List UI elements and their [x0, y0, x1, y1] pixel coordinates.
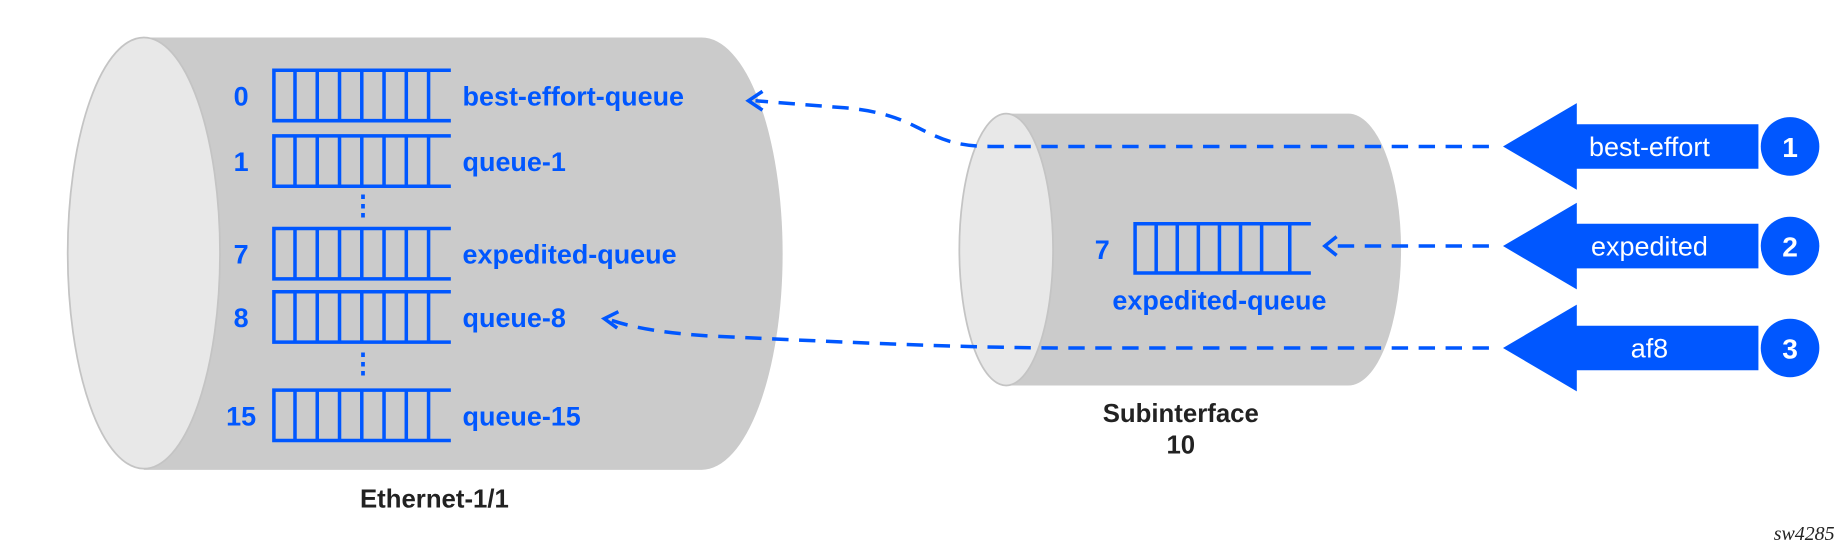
- step-badge: [1760, 216, 1820, 276]
- step-number: 3: [1782, 334, 1798, 365]
- queue-index: 0: [234, 81, 249, 111]
- ellipsis: ⋮: [349, 349, 376, 379]
- class-label: af8: [1631, 333, 1668, 363]
- queue-index: 8: [234, 303, 249, 333]
- queue-name: expedited-queue: [1112, 285, 1326, 315]
- queue-name: queue-15: [463, 401, 581, 431]
- step-number: 1: [1782, 132, 1798, 163]
- arrow-shape: [1502, 103, 1759, 190]
- ethernet-caption: Ethernet-1/1: [360, 485, 509, 513]
- queue-name: best-effort-queue: [463, 81, 685, 111]
- ellipsis: ⋮: [349, 190, 376, 220]
- class-arrow: expedited 2: [1502, 202, 1820, 290]
- mapping-line-best-effort: [745, 89, 1489, 149]
- queue-index: 7: [1095, 235, 1110, 265]
- arrow-shape: [1502, 202, 1759, 290]
- figure-id: sw4285: [1774, 523, 1835, 545]
- class-label: best-effort: [1589, 132, 1710, 162]
- step-badge: [1760, 318, 1820, 378]
- queue-row: 0 best-effort-queue: [234, 68, 685, 123]
- queue-index: 15: [226, 401, 256, 431]
- arrow-shape: [1502, 304, 1759, 392]
- queue-index: 7: [234, 240, 249, 270]
- queue-name: queue-8: [463, 303, 566, 333]
- subinterface-caption: Subinterface: [1103, 400, 1259, 428]
- subinterface-queue: [1133, 222, 1311, 275]
- queue-name: queue-1: [463, 147, 566, 177]
- mapping-line-expedited: [1322, 235, 1489, 257]
- queue-row: 8 queue-8: [234, 289, 566, 344]
- queue-row: 1 queue-1: [234, 134, 566, 189]
- queue-row: 15 queue-15: [226, 388, 581, 443]
- class-label: expedited: [1591, 231, 1708, 261]
- queue-index: 1: [234, 147, 249, 177]
- class-arrow: af8 3: [1502, 304, 1820, 392]
- queue-name: expedited-queue: [463, 240, 677, 270]
- step-badge: [1760, 117, 1820, 176]
- step-number: 2: [1782, 232, 1798, 263]
- subinterface-caption-number: 10: [1166, 431, 1195, 459]
- queue-row: 7 expedited-queue: [234, 226, 677, 281]
- subinterface-cylinder: [958, 112, 1402, 387]
- mapping-line-af8: [600, 310, 1489, 350]
- class-arrow: best-effort 1: [1502, 103, 1820, 190]
- ethernet-cylinder: [66, 36, 783, 470]
